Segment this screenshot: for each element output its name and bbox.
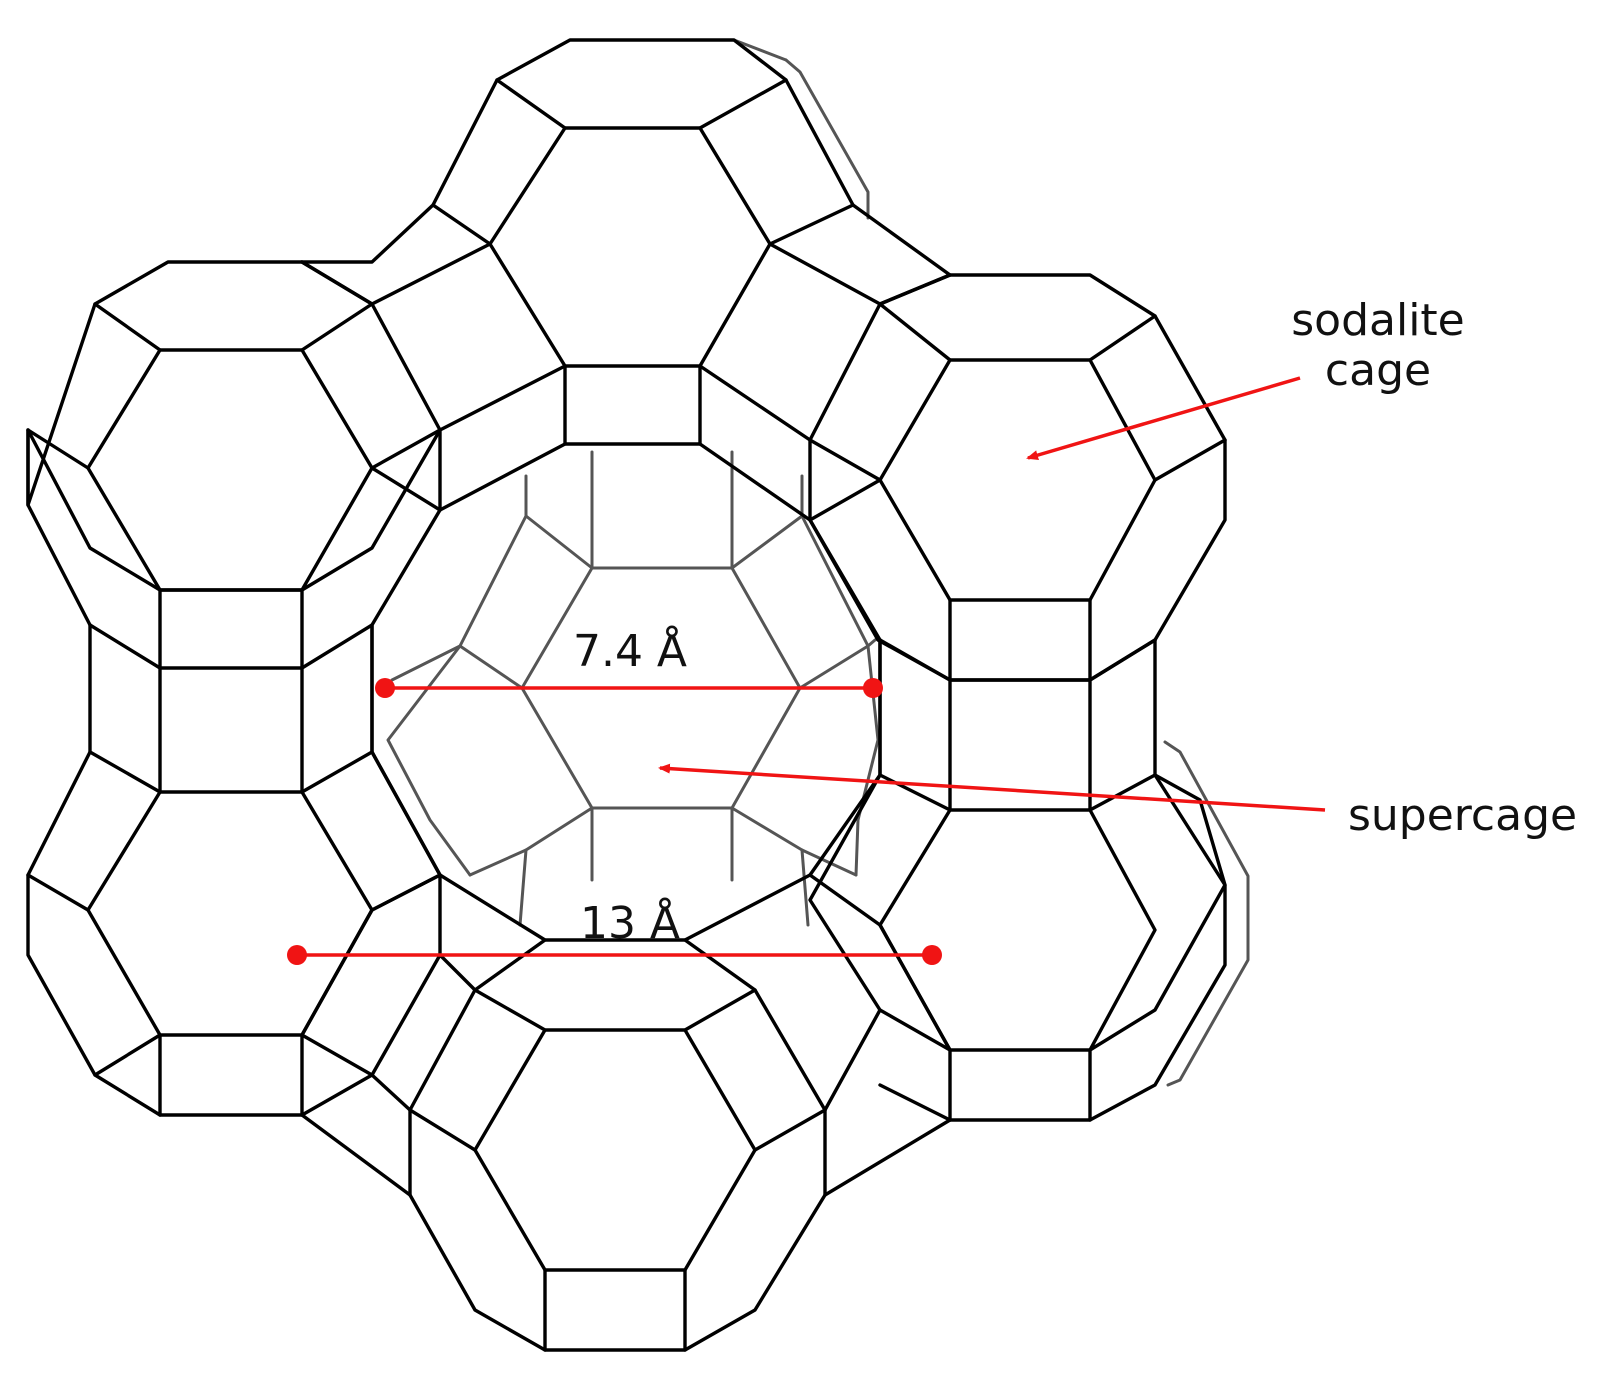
sodalite-label-line1: sodalite [1291,295,1465,346]
sodalite-cage-lower-right [808,773,1227,1122]
sodalite-label-line2: cage [1325,345,1431,396]
dimension-supercage-left-dot [287,945,307,965]
supercage-back-wall [386,38,1250,1087]
dimension-supercage: 13 Å [287,896,942,965]
dimension-supercage-right-dot [922,945,942,965]
prism-right [878,598,1157,812]
sodalite-cage-bottom [408,988,827,1352]
sodalite-cage-callout: sodalite cage [1026,295,1465,460]
framework-front [26,38,1227,1352]
supercage-arrow [658,763,1326,812]
sodalite-cage-upper-left [26,260,442,627]
sodalite-arrow [1026,376,1301,460]
dimension-window-left-dot [375,678,395,698]
dimension-window: 7.4 Å [375,624,883,698]
dimension-supercage-label: 13 Å [580,896,680,949]
annotations: 7.4 Å 13 Å sodalite cage supercage [287,295,1577,965]
sodalite-cage-top [431,38,855,446]
dimension-window-label: 7.4 Å [573,624,687,677]
prism-left [88,588,374,794]
sodalite-cage-lower-left [26,750,442,1117]
sodalite-cage-upper-right [808,273,1227,682]
supercage-label: supercage [1348,790,1577,841]
supercage-rim [300,203,952,1197]
dimension-window-right-dot [863,678,883,698]
supercage-callout: supercage [658,763,1577,841]
